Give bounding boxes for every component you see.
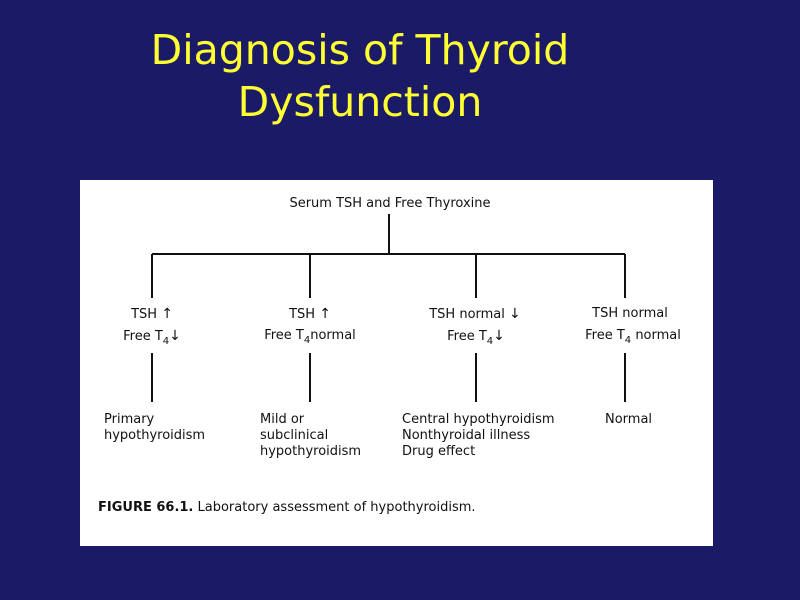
figure-caption: FIGURE 66.1. Laboratory assessment of hy… — [98, 500, 476, 516]
branch-4-tsh: TSH normal — [592, 306, 668, 321]
branch-1-tsh: TSH ↑ — [131, 306, 173, 322]
branch-1-free-t4: Free T4↓ — [123, 328, 181, 347]
branch-1-outcome: Primary hypothyroidism — [104, 412, 206, 443]
slide-title-line-1: Diagnosis of Thyroid — [150, 26, 570, 74]
branch-2-tsh: TSH ↑ — [289, 306, 331, 322]
figure-caption-text: Laboratory assessment of hypothyroidism. — [197, 500, 476, 515]
slide-title: Diagnosis of Thyroid Dysfunction — [60, 24, 660, 128]
figure-caption-label: FIGURE 66.1. — [98, 500, 194, 515]
branch-4-free-t4: Free T4 normal — [585, 328, 681, 346]
down-arrow-icon: ↓ — [169, 328, 181, 344]
up-arrow-icon: ↑ — [161, 306, 173, 322]
branch-3-free-t4: Free T4↓ — [447, 328, 505, 347]
up-arrow-icon: ↑ — [319, 306, 331, 322]
branch-2-outcome: Mild or subclinical hypothyroidism — [260, 412, 362, 459]
down-arrow-icon: ↓ — [493, 328, 505, 344]
branch-3-outcome: Central hypothyroidism Nonthyroidal illn… — [402, 412, 555, 459]
flowchart-connectors — [151, 214, 626, 402]
flowchart-figure: Serum TSH and Free Thyroxine TSH ↑ Free … — [80, 180, 713, 546]
branch-2-free-t4: Free T4normal — [264, 328, 356, 346]
branch-4-outcome: Normal — [605, 412, 653, 427]
branch-3-tsh: TSH normal ↓ — [429, 306, 521, 322]
root-node: Serum TSH and Free Thyroxine — [289, 196, 491, 211]
down-arrow-icon: ↓ — [509, 306, 521, 322]
slide-title-line-2: Dysfunction — [237, 78, 483, 126]
